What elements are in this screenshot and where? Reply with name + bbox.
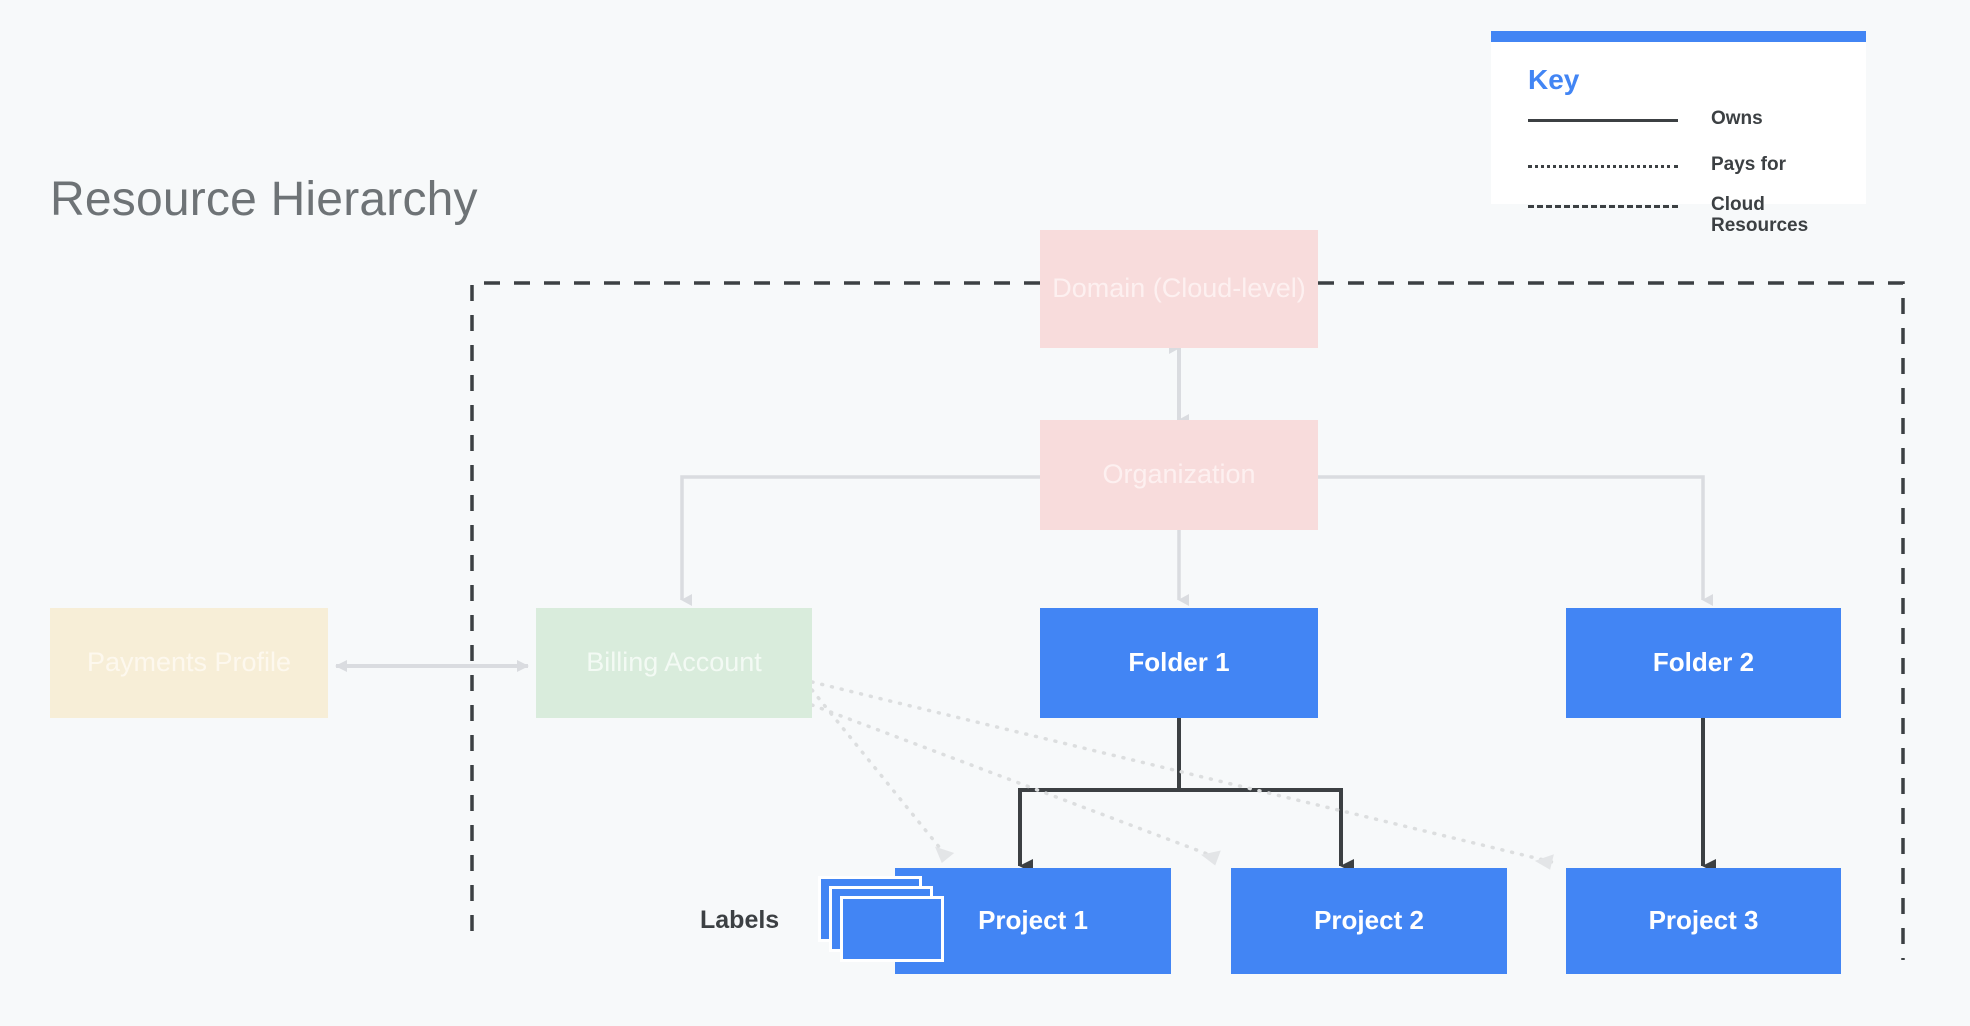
node-project-1-label: Project 1: [978, 905, 1088, 936]
edge-folder1-project2: [1179, 788, 1354, 873]
node-project-3[interactable]: Project 3: [1566, 868, 1841, 974]
node-folder-1-label: Folder 1: [1128, 647, 1230, 678]
key-swatch-dotted-line: [1528, 165, 1678, 168]
node-domain-label: Domain (Cloud-level): [1052, 273, 1306, 304]
edge-folder1-project1: [1018, 788, 1179, 873]
node-folder-1[interactable]: Folder 1: [1040, 608, 1318, 718]
key-row-cloud-resources: Cloud Resources: [1528, 194, 1868, 236]
key-label-owns: Owns: [1711, 108, 1763, 129]
node-folder-2-label: Folder 2: [1652, 647, 1755, 678]
key-legend-panel: Key Owns Pays for Cloud Resources: [1491, 31, 1868, 236]
page-title: Resource Hierarchy: [50, 173, 478, 226]
key-row-owns: Owns: [1528, 108, 1868, 134]
node-billing-account-label: Billing Account: [586, 647, 762, 678]
labels-caption: Labels: [700, 906, 780, 934]
edge-organization-folder2: [1318, 475, 1713, 606]
key-accent-bar: [1491, 31, 1866, 42]
key-label-cloud-resources: Cloud Resources: [1711, 194, 1809, 237]
edge-billing-project1: [810, 688, 955, 864]
key-swatch-solid-line: [1528, 119, 1678, 122]
stacked-cards-icon: [818, 876, 948, 962]
node-project-3-label: Project 3: [1648, 905, 1759, 936]
key-label-pays-for: Pays for: [1711, 154, 1786, 175]
key-title: Key: [1528, 64, 1580, 95]
node-payments-profile-label: Payments Profile: [86, 647, 292, 678]
edge-organization-billing-account: [680, 475, 1040, 606]
node-domain[interactable]: Domain (Cloud-level): [1040, 230, 1318, 348]
node-organization-label: Organization: [1102, 459, 1256, 490]
node-payments-profile[interactable]: Payments Profile: [50, 608, 328, 718]
node-project-2[interactable]: Project 2: [1231, 868, 1507, 974]
node-organization[interactable]: Organization: [1040, 420, 1318, 530]
key-swatch-dashed-line: [1528, 205, 1678, 208]
node-billing-account[interactable]: Billing Account: [536, 608, 812, 718]
edge-billing-project2: [810, 703, 1221, 866]
stacked-card-front: [840, 896, 944, 962]
key-row-pays-for: Pays for: [1528, 154, 1868, 180]
node-folder-2[interactable]: Folder 2: [1566, 608, 1841, 718]
key-body: Key Owns Pays for Cloud Resources: [1491, 42, 1868, 236]
node-project-2-label: Project 2: [1314, 905, 1424, 936]
